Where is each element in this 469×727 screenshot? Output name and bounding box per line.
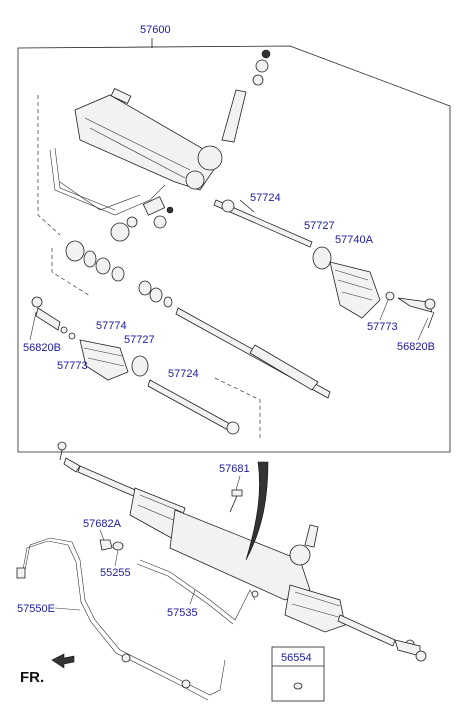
washer [112, 541, 124, 551]
bolt [229, 489, 243, 513]
label-ring-upper: 57727 [304, 220, 335, 232]
nut [99, 539, 113, 551]
rack-housing-upper [37, 49, 271, 242]
hose-left [16, 537, 226, 701]
label-bellows-left: 57774 [96, 320, 127, 332]
label-inner-tie-rod-lower: 57724 [168, 368, 199, 380]
label-bolt: 57681 [219, 463, 250, 475]
bellows-left [68, 332, 129, 381]
exploded-view-frame [17, 38, 451, 453]
label-outer-tie-rod-right: 56820B [397, 341, 435, 353]
label-nut: 57682A [83, 518, 122, 530]
inner-tie-rod-upper [213, 199, 313, 248]
label-direction: FR. [20, 669, 44, 686]
feed-tube [136, 559, 259, 625]
seal-ring-lower [131, 355, 149, 377]
section-divider [245, 461, 269, 561]
assembled-gear [57, 441, 427, 662]
label-inset-part: 56554 [281, 652, 312, 664]
bellows-right [329, 261, 395, 319]
label-band-right: 57773 [367, 321, 398, 333]
label-inner-tie-rod-upper: 57724 [250, 192, 281, 204]
front-arrow [51, 653, 75, 669]
label-outer-tie-rod-left: 56820B [23, 342, 61, 354]
outer-tie-rod-left [31, 296, 68, 334]
label-hose-left: 57550E [17, 603, 55, 615]
inner-tie-rod-lower [147, 377, 261, 440]
label-bellows-kit-right: 57740A [335, 234, 374, 246]
label-ring-lower: 57727 [124, 334, 155, 346]
label-assembly-top: 57600 [140, 24, 171, 36]
label-band-left: 57773 [57, 360, 88, 372]
leader-lines [29, 299, 429, 611]
outer-tie-rod-right [397, 297, 436, 329]
seal-stack [51, 240, 331, 399]
label-washer: 55255 [100, 567, 131, 579]
inset-box [271, 646, 325, 702]
seal-ring-upper [312, 246, 332, 270]
label-feed-tube: 57535 [167, 607, 198, 619]
